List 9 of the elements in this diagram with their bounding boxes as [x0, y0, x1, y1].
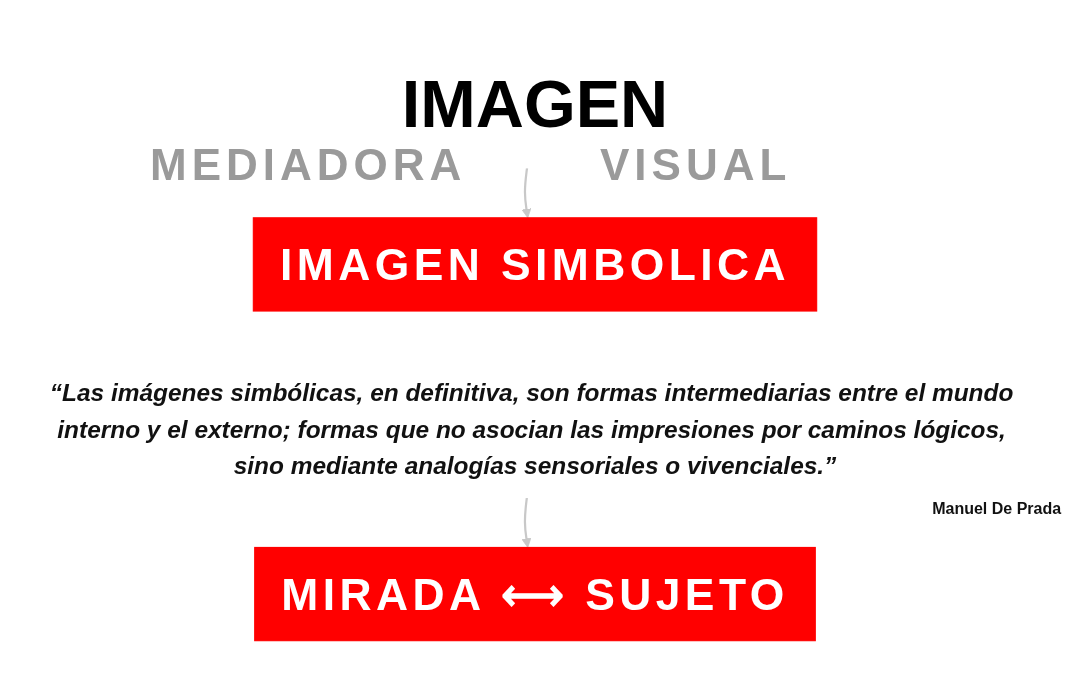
node-text: IMAGEN	[401, 66, 669, 142]
node-box: IMAGEN SIMBOLICA	[252, 217, 818, 312]
author-credit: Manuel De Prada	[932, 499, 1062, 518]
side-label: VISUAL	[600, 140, 792, 190]
arrow	[521, 167, 532, 219]
node-text: “Las imágenes simbólicas, en definitiva, son formas intermediarias entre el mundo interno y el externo; formas que no asocian las impresiones por caminos lógicos, sino mediante analogías sensoriales o vivenciales.”	[49, 378, 1014, 480]
side-label: MEDIADORA	[150, 140, 467, 190]
node-box: MIRADA ⟷ SUJETO	[254, 546, 816, 642]
arrow	[521, 497, 532, 548]
